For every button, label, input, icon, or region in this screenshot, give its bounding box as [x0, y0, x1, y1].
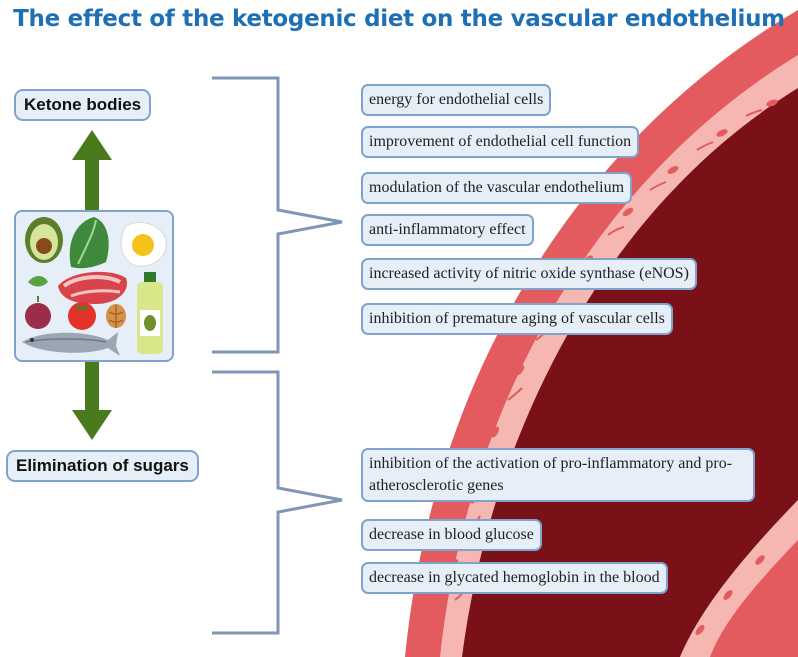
vessel-lumen [462, 88, 798, 657]
page-title: The effect of the ketogenic diet on the … [13, 6, 785, 32]
effect-pill: increased activity of nitric oxide synth… [361, 258, 697, 290]
oil-bottle-icon [137, 272, 163, 354]
avocado-icon [25, 217, 63, 263]
vessel-inner-wall [710, 540, 798, 657]
meat-icon [58, 271, 127, 304]
fish-icon [22, 332, 120, 356]
tomato-icon [68, 302, 96, 330]
ketogenic-foods-box [14, 210, 174, 362]
arrow-up-icon [72, 130, 112, 212]
inner-cell-nuclei [695, 555, 765, 635]
effect-pill: anti-inflammatory effect [361, 214, 534, 246]
effect-pill: inhibition of premature aging of vascula… [361, 303, 673, 335]
ketone-bracket [212, 76, 343, 354]
ketone-bodies-label: Ketone bodies [14, 89, 152, 121]
effect-pill: improvement of endothelial cell function [361, 126, 640, 158]
herb-icon [28, 276, 48, 287]
effect-pill: energy for endothelial cells [361, 84, 552, 116]
vessel-inner-endothelium [680, 500, 798, 657]
effect-pill: decrease in glycated hemoglobin in the b… [361, 562, 668, 594]
effect-pill: decrease in blood glucose [361, 519, 542, 551]
onion-icon [25, 296, 51, 329]
sugar-bracket [212, 370, 343, 635]
egg-icon [120, 222, 167, 267]
walnut-icon [106, 304, 126, 328]
arrow-down-icon [72, 358, 112, 440]
effect-pill: inhibition of the activation of pro-infl… [361, 448, 755, 502]
elimination-of-sugars-label: Elimination of sugars [6, 450, 199, 482]
effect-pill: modulation of the vascular endothelium [361, 172, 633, 204]
kale-icon [69, 217, 109, 269]
